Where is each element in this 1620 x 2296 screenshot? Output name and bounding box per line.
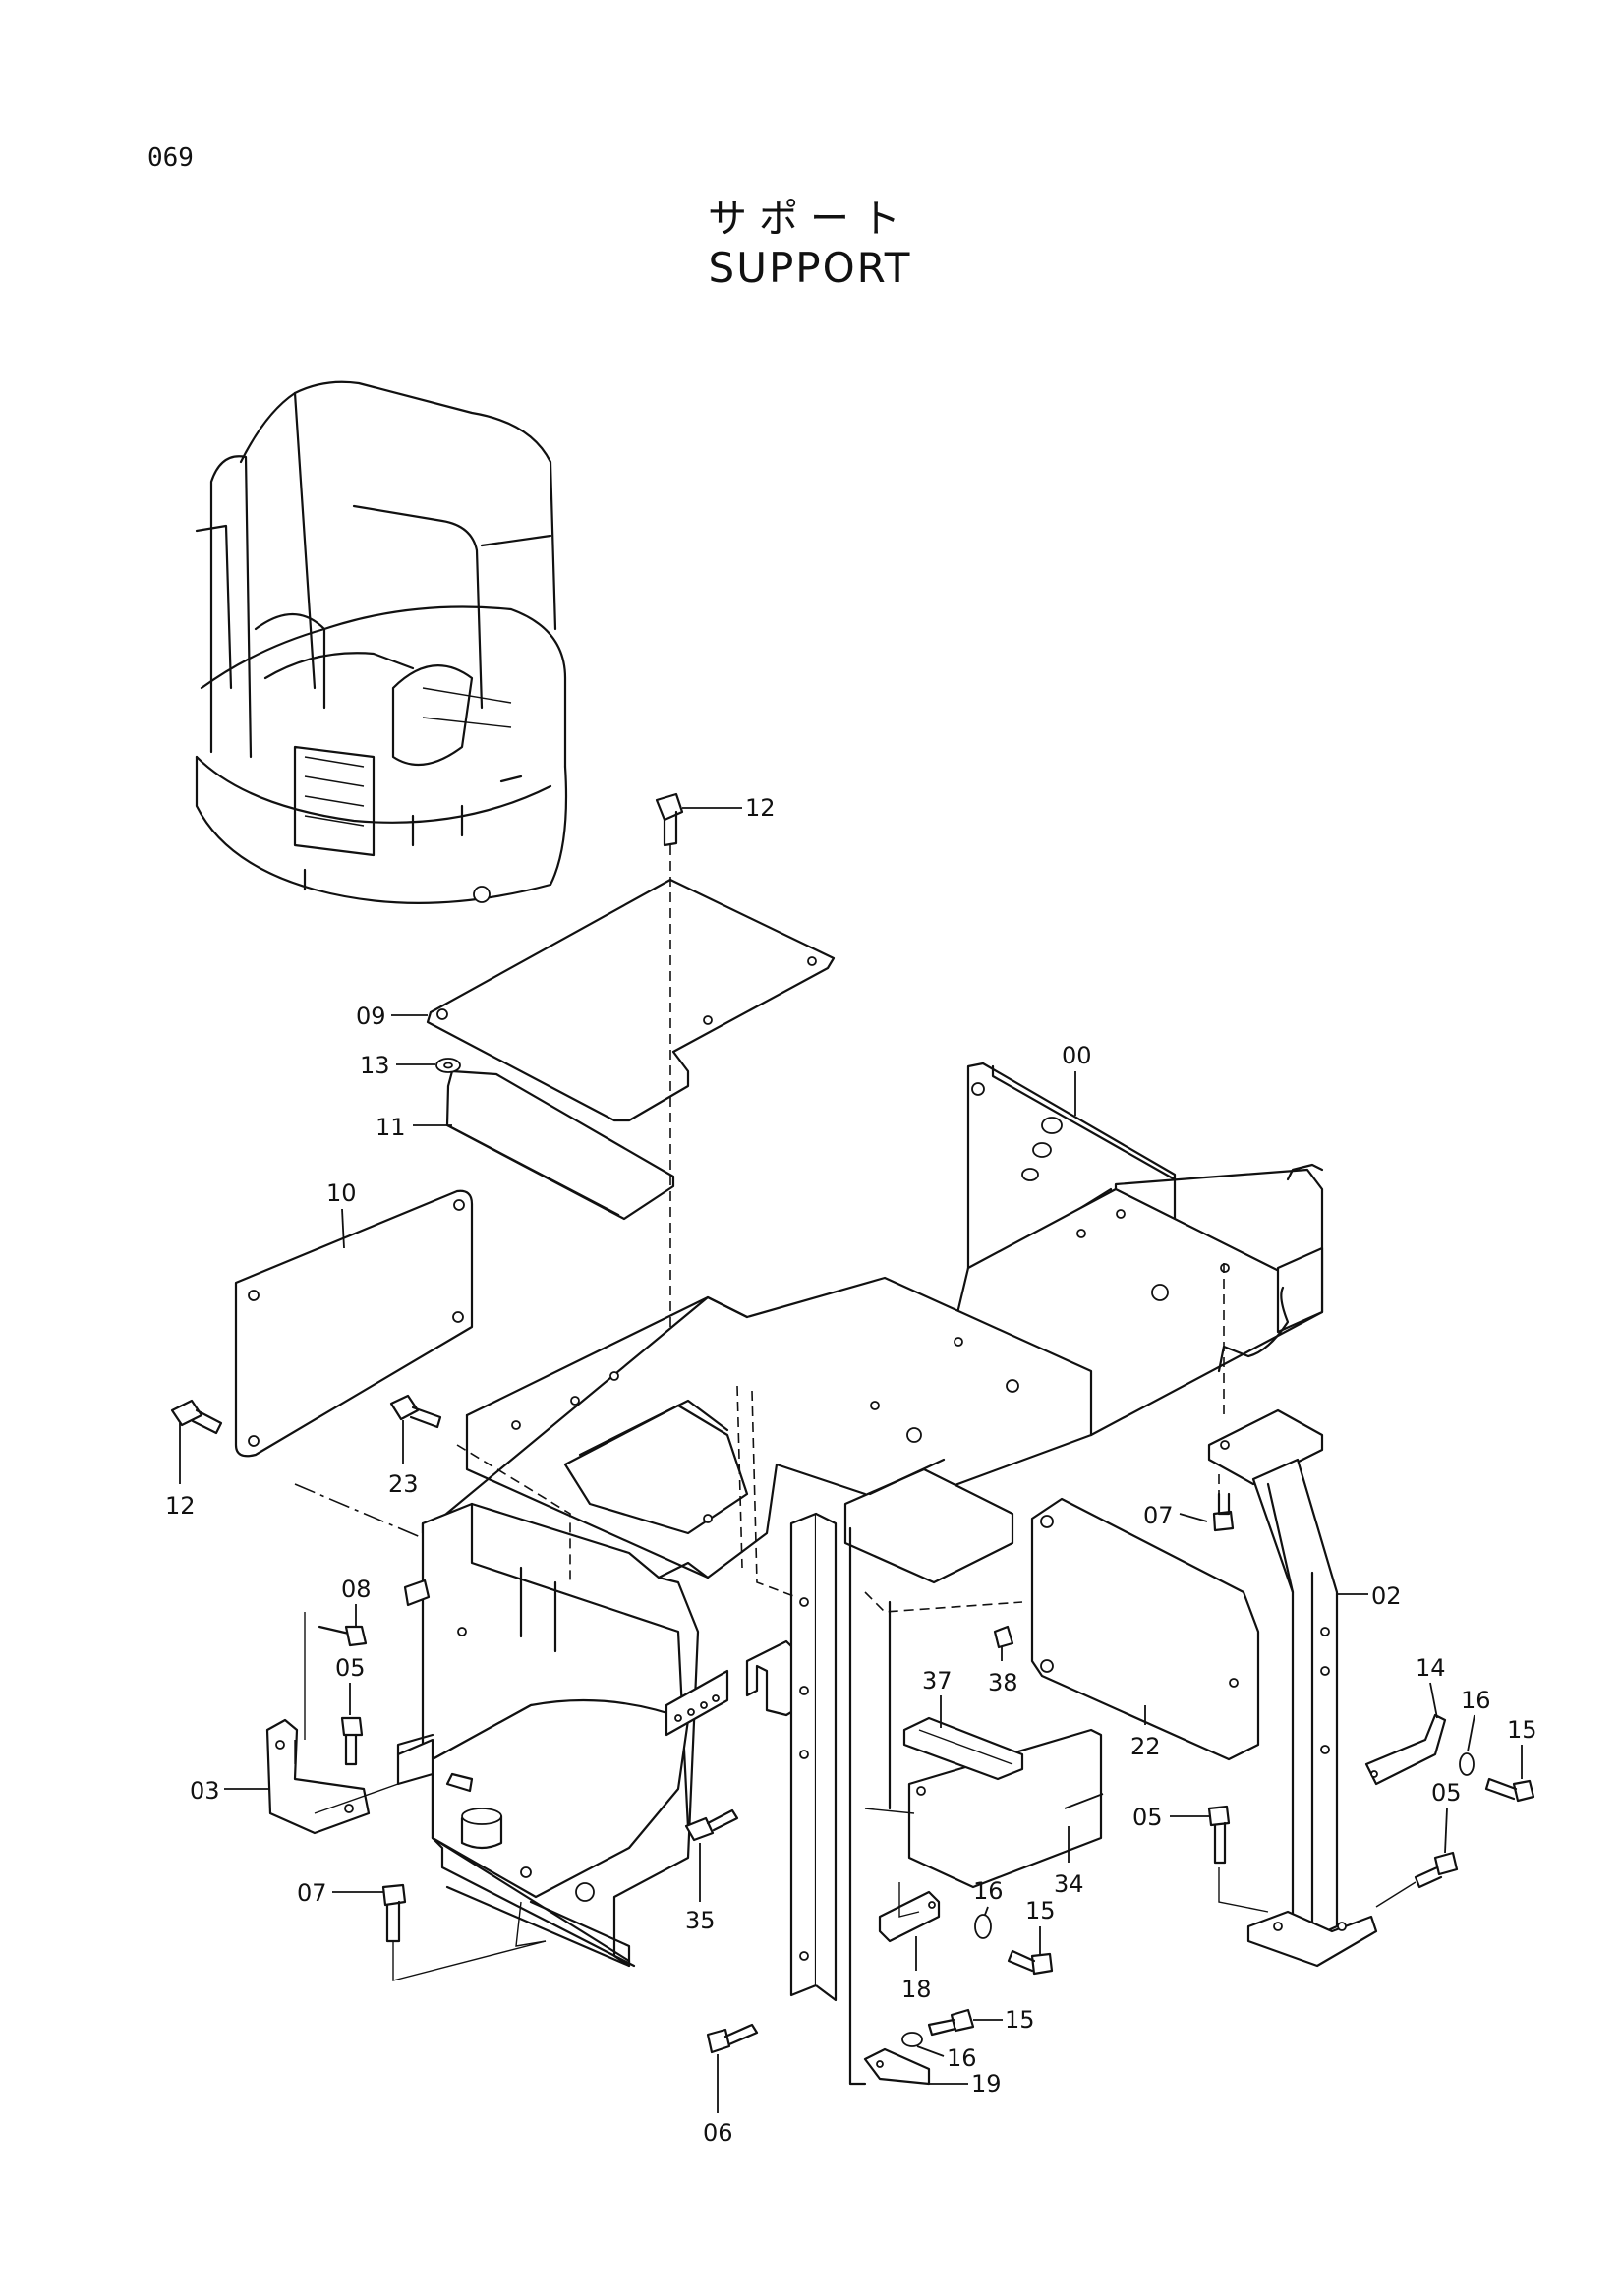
callout-11: 11 xyxy=(376,1114,406,1141)
bolt-23-icon xyxy=(389,1394,442,1429)
callout-16-right: 16 xyxy=(1461,1687,1491,1714)
callout-07-left: 07 xyxy=(297,1879,327,1907)
page-number: 069 xyxy=(147,144,194,173)
callout-16-low: 16 xyxy=(947,2044,977,2072)
callout-34: 34 xyxy=(1054,1870,1084,1898)
plate-09 xyxy=(426,878,836,1122)
pad-11 xyxy=(445,1069,675,1221)
block-38 xyxy=(993,1625,1014,1649)
callout-37: 37 xyxy=(922,1667,953,1694)
bolt-15-low-icon xyxy=(927,2008,975,2037)
callout-05-mid: 05 xyxy=(1132,1804,1163,1831)
excavator-cab-overview-icon xyxy=(195,380,568,904)
bolt-12-top-icon xyxy=(655,792,684,847)
callout-10: 10 xyxy=(326,1179,357,1207)
callout-03: 03 xyxy=(190,1777,220,1805)
plate-10 xyxy=(234,1189,474,1458)
callout-02: 02 xyxy=(1371,1582,1402,1610)
callout-15-mid: 15 xyxy=(1025,1897,1056,1924)
leader-lines xyxy=(179,807,1523,2113)
bracket-03 xyxy=(265,1718,371,1835)
bolt-08-icon xyxy=(318,1625,368,1647)
bolt-15-mid-icon xyxy=(1007,1949,1054,1976)
main-frame-00 xyxy=(396,1062,1324,1968)
bracket-18 xyxy=(878,1890,941,1943)
bracket-14 xyxy=(1364,1713,1447,1786)
washer-16-icon xyxy=(901,1752,1475,2047)
callout-labels: 12 09 13 11 10 00 12 23 02 07 38 37 22 1… xyxy=(165,794,1537,2147)
callout-14: 14 xyxy=(1416,1654,1446,1682)
callout-09: 09 xyxy=(356,1003,386,1030)
upright-strip xyxy=(789,1512,892,2086)
bolt-07-right-icon xyxy=(1212,1492,1235,1532)
callout-07-right: 07 xyxy=(1143,1502,1174,1529)
bolt-06-icon xyxy=(706,2023,759,2054)
bolt-15-right-icon xyxy=(1484,1777,1535,1803)
bracket-19 xyxy=(863,2047,931,2086)
bolt-05-mid-icon xyxy=(1207,1805,1231,1865)
callout-08: 08 xyxy=(341,1576,372,1603)
callout-06: 06 xyxy=(703,2119,733,2147)
callout-18: 18 xyxy=(901,1976,932,2003)
callout-15-right: 15 xyxy=(1507,1716,1537,1744)
bolt-35-icon xyxy=(684,1808,739,1842)
bolt-07-left-icon xyxy=(381,1883,407,1943)
cover-34 xyxy=(907,1728,1103,1889)
callout-22: 22 xyxy=(1130,1733,1161,1760)
callout-05-right: 05 xyxy=(1431,1779,1462,1807)
block-37 xyxy=(902,1716,1024,1781)
callout-15-low: 15 xyxy=(1005,2006,1035,2034)
callout-00: 00 xyxy=(1062,1042,1092,1069)
callout-05-left: 05 xyxy=(335,1654,366,1682)
callout-16-mid: 16 xyxy=(973,1877,1004,1905)
bolt-05-left-icon xyxy=(340,1716,364,1766)
callout-23: 23 xyxy=(388,1470,419,1498)
page-title-english: SUPPORT xyxy=(708,244,912,292)
callout-19: 19 xyxy=(971,2070,1002,2097)
bolt-05-right-icon xyxy=(1414,1851,1459,1889)
callout-12-top: 12 xyxy=(745,794,776,822)
callout-38: 38 xyxy=(988,1669,1018,1696)
bolt-12-left-icon xyxy=(170,1399,223,1435)
page-title-japanese: サポート xyxy=(708,197,912,242)
callout-13: 13 xyxy=(360,1052,390,1079)
plate-22 xyxy=(1030,1497,1260,1761)
callout-12-left: 12 xyxy=(165,1492,196,1520)
support-column-02 xyxy=(1207,1408,1378,1968)
callout-35: 35 xyxy=(685,1907,716,1934)
